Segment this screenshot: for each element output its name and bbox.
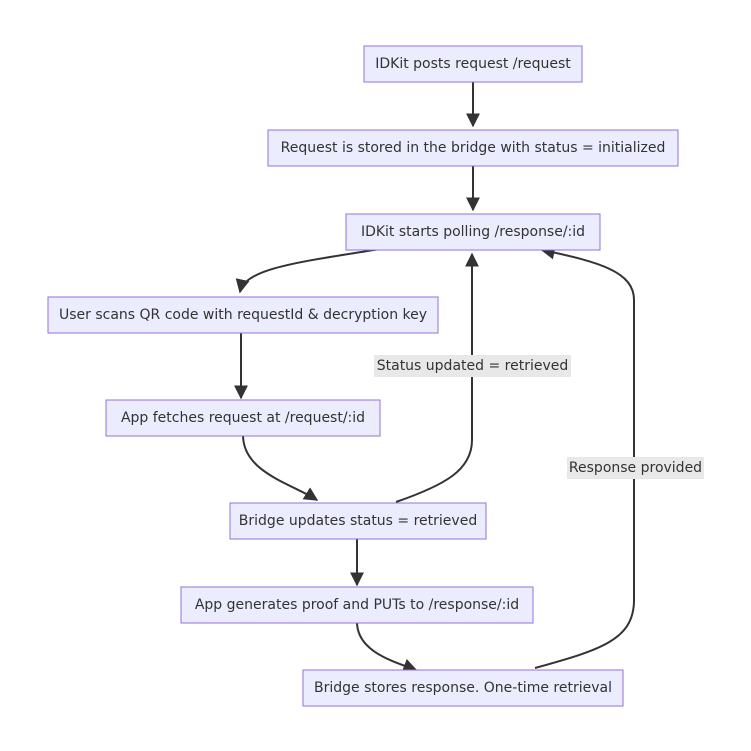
node-bridge-updates-status: Bridge updates status = retrieved xyxy=(229,502,487,540)
node-app-generates-proof: App generates proof and PUTs to /respons… xyxy=(180,586,534,624)
svg-text:Request is stored in the bridg: Request is stored in the bridge with sta… xyxy=(281,140,666,156)
node-app-fetches-request: App fetches request at /request/:id xyxy=(105,399,381,437)
node-bridge-stores-response: Bridge stores response. One-time retriev… xyxy=(302,669,624,707)
edge-n3-n4 xyxy=(235,248,381,294)
edge-label-status-updated: Status updated = retrieved xyxy=(374,355,571,377)
node-idkit-posts-request: IDKit posts request /request xyxy=(363,45,583,83)
svg-text:User scans QR code with reques: User scans QR code with requestId & decr… xyxy=(59,307,427,323)
svg-text:App generates proof and PUTs t: App generates proof and PUTs to /respons… xyxy=(195,597,519,613)
svg-text:Response provided: Response provided xyxy=(569,460,702,476)
edge-label-response-provided: Response provided xyxy=(567,457,704,479)
edge-n6-n3 xyxy=(395,252,479,503)
svg-text:IDKit starts polling /response: IDKit starts polling /response/:id xyxy=(361,224,585,240)
edge-n5-n6 xyxy=(242,434,319,501)
svg-text:Bridge updates status = retrie: Bridge updates status = retrieved xyxy=(239,513,477,529)
node-request-stored: Request is stored in the bridge with sta… xyxy=(267,129,679,167)
node-user-scans-qr: User scans QR code with requestId & decr… xyxy=(47,296,439,334)
svg-text:Bridge stores response. One-ti: Bridge stores response. One-time retriev… xyxy=(314,680,612,696)
edge-n8-n3 xyxy=(534,245,635,669)
edge-n7-n8 xyxy=(356,621,418,673)
svg-text:App fetches request at /reques: App fetches request at /request/:id xyxy=(121,410,365,426)
node-idkit-starts-polling: IDKit starts polling /response/:id xyxy=(345,213,601,251)
svg-text:Status updated = retrieved: Status updated = retrieved xyxy=(377,358,569,374)
svg-text:IDKit posts request /request: IDKit posts request /request xyxy=(375,56,571,72)
